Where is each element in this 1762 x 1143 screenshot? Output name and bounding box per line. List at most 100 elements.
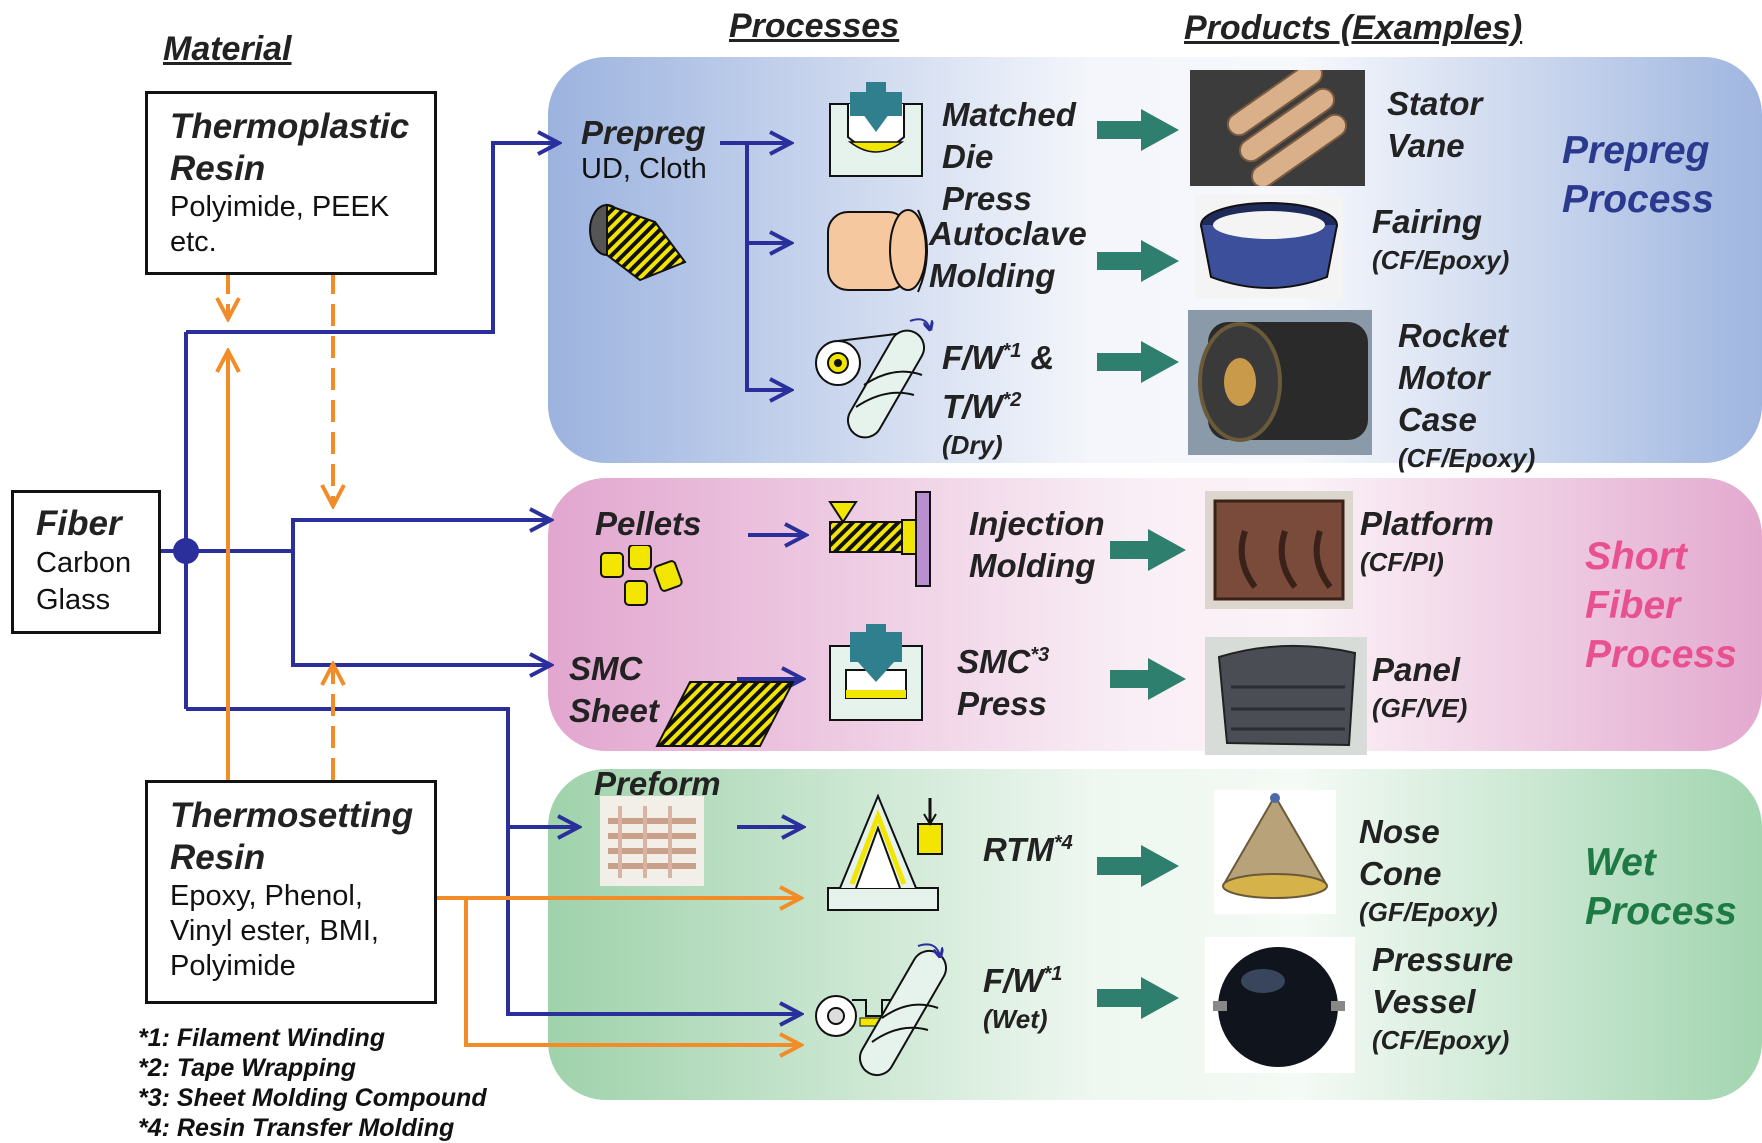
smc-press-line-2: Press — [957, 685, 1047, 722]
prepreg-title: Prepreg — [581, 114, 706, 151]
fiber-box: Fiber Carbon Glass — [11, 490, 161, 634]
thermosetting-line-3: Polyimide — [170, 950, 296, 982]
stator-vane-line-2: Vane — [1387, 127, 1465, 164]
footnote-2: *2: Tape Wrapping — [138, 1054, 357, 1082]
panel-label: Panel (GF/VE) — [1372, 649, 1467, 725]
product-arrow-4 — [1110, 529, 1186, 571]
pellets-icon — [600, 545, 683, 606]
product-arrow-2 — [1097, 240, 1179, 282]
matched-die-press-icon — [829, 82, 923, 177]
smc-press-sup: *3 — [1030, 644, 1050, 666]
thermoplastic-line-2: etc. — [170, 226, 217, 258]
wet-group-line-1: Wet — [1585, 841, 1656, 884]
smc-press-label: SMC*3 Press — [957, 634, 1049, 725]
nose-cone-photo — [1214, 790, 1336, 914]
pressure-vessel-line-2: Vessel — [1372, 983, 1476, 1020]
product-arrow-1 — [1097, 109, 1179, 151]
wet-group-line-2: Process — [1585, 890, 1737, 933]
fw-tw-line-2: T/W — [942, 388, 1003, 425]
material-header: Material — [163, 30, 292, 68]
pressure-vessel-label: Pressure Vessel (CF/Epoxy) — [1372, 939, 1513, 1057]
autoclave-line-2: Molding — [929, 257, 1056, 294]
injection-molding-icon — [828, 491, 931, 587]
filament-winding-dry-icon — [815, 318, 944, 439]
panel-line-1: Panel — [1372, 651, 1461, 688]
rtm-sup: *4 — [1053, 832, 1073, 854]
nose-cone-line-1: Nose — [1359, 813, 1440, 850]
rocket-motor-line-1: Rocket — [1398, 317, 1509, 354]
footnote-4: *4: Resin Transfer Molding — [138, 1114, 455, 1142]
thermoplastic-line-1: Polyimide, PEEK — [170, 191, 390, 223]
matched-die-press-label: Matched Die Press — [942, 94, 1076, 220]
nose-cone-line-3: (GF/Epoxy) — [1359, 897, 1498, 927]
products-header: Products (Examples) — [1184, 9, 1523, 47]
footnote-3: *3: Sheet Molding Compound — [138, 1084, 487, 1112]
matched-die-line-2: Die — [942, 138, 994, 175]
thermoplastic-title-1: Thermoplastic — [170, 107, 410, 146]
wet-process-group-label: Wet Process — [1585, 838, 1737, 936]
fairing-line-1: Fairing — [1372, 203, 1483, 240]
rocket-motor-case-photo — [1188, 310, 1372, 455]
product-arrow-6 — [1097, 845, 1179, 887]
fw-wet-label: F/W*1 (Wet) — [983, 953, 1062, 1036]
fw-tw-label: F/W*1 & T/W*2 (Dry) — [942, 330, 1054, 462]
pressure-vessel-line-1: Pressure — [1372, 941, 1514, 978]
prepreg-group-line-2: Process — [1562, 178, 1714, 221]
autoclave-molding-label: Autoclave Molding — [929, 213, 1087, 297]
fw-wet-line-2: (Wet) — [983, 1004, 1048, 1034]
injection-line-1: Injection — [969, 505, 1105, 542]
filament-winding-wet-icon — [815, 943, 947, 1077]
fw-wet-sup: *1 — [1043, 963, 1063, 985]
autoclave-icon — [827, 209, 928, 293]
product-arrow-5 — [1110, 658, 1186, 700]
preform-title: Preform — [594, 765, 721, 802]
thermosetting-line-2: Vinyl ester, BMI, — [170, 915, 379, 947]
platform-photo — [1205, 491, 1353, 609]
injection-line-2: Molding — [969, 547, 1096, 584]
fairing-label: Fairing (CF/Epoxy) — [1372, 201, 1509, 277]
product-arrow-7 — [1097, 977, 1179, 1019]
pellets-title: Pellets — [595, 505, 702, 542]
autoclave-line-1: Autoclave — [929, 215, 1087, 252]
platform-label: Platform (CF/PI) — [1360, 503, 1494, 579]
platform-line-1: Platform — [1360, 505, 1494, 542]
rtm-line-1: RTM — [983, 831, 1054, 868]
fiber-line-1: Carbon — [36, 547, 132, 579]
fw-wet-line-1: F/W — [983, 962, 1044, 999]
preform-icon — [600, 796, 704, 886]
product-arrow-3 — [1097, 341, 1179, 383]
short-fiber-group-line-1: Short — [1585, 535, 1687, 578]
thermoplastic-title-2: Resin — [170, 149, 266, 188]
prepreg-intermediate: Prepreg UD, Cloth — [581, 112, 707, 184]
thermosetting-line-1: Epoxy, Phenol, — [170, 880, 363, 912]
smc-press-icon — [829, 624, 923, 721]
footnote-1: *1: Filament Winding — [138, 1024, 385, 1052]
smc-sheet-label: SMC Sheet — [569, 648, 659, 732]
short-fiber-process-group-label: Short Fiber Process — [1585, 532, 1737, 679]
fairing-photo — [1195, 195, 1343, 299]
smc-title-2: Sheet — [569, 692, 659, 729]
prepreg-process-group-label: Prepreg Process — [1562, 126, 1714, 224]
fiber-junction — [173, 538, 199, 564]
smc-sheet-icon — [655, 681, 795, 747]
stator-vane-line-1: Stator — [1387, 85, 1483, 122]
fw-tw-line-1: F/W — [942, 339, 1003, 376]
fairing-line-2: (CF/Epoxy) — [1372, 245, 1510, 275]
prepreg-group-line-1: Prepreg — [1562, 129, 1710, 172]
matched-die-line-3: Press — [942, 180, 1032, 217]
rtm-icon — [827, 793, 943, 911]
stator-vane-photo — [1190, 70, 1365, 186]
stator-vane-label: Stator Vane — [1387, 83, 1482, 167]
prepreg-roll-icon — [589, 203, 687, 282]
fw-tw-line-3: (Dry) — [942, 430, 1003, 460]
rocket-motor-label: Rocket Motor Case (CF/Epoxy) — [1398, 315, 1535, 475]
fw-tw-amp: & — [1021, 339, 1055, 376]
thermosetting-resin-box: Thermosetting Resin Epoxy, Phenol, Vinyl… — [145, 780, 437, 1004]
thermosetting-title-2: Resin — [170, 838, 266, 877]
fw-tw-sup-2: *2 — [1002, 389, 1022, 411]
injection-molding-label: Injection Molding — [969, 503, 1105, 587]
smc-title-1: SMC — [569, 650, 643, 687]
processes-header: Processes — [729, 7, 900, 45]
fw-tw-sup-1: *1 — [1002, 340, 1022, 362]
